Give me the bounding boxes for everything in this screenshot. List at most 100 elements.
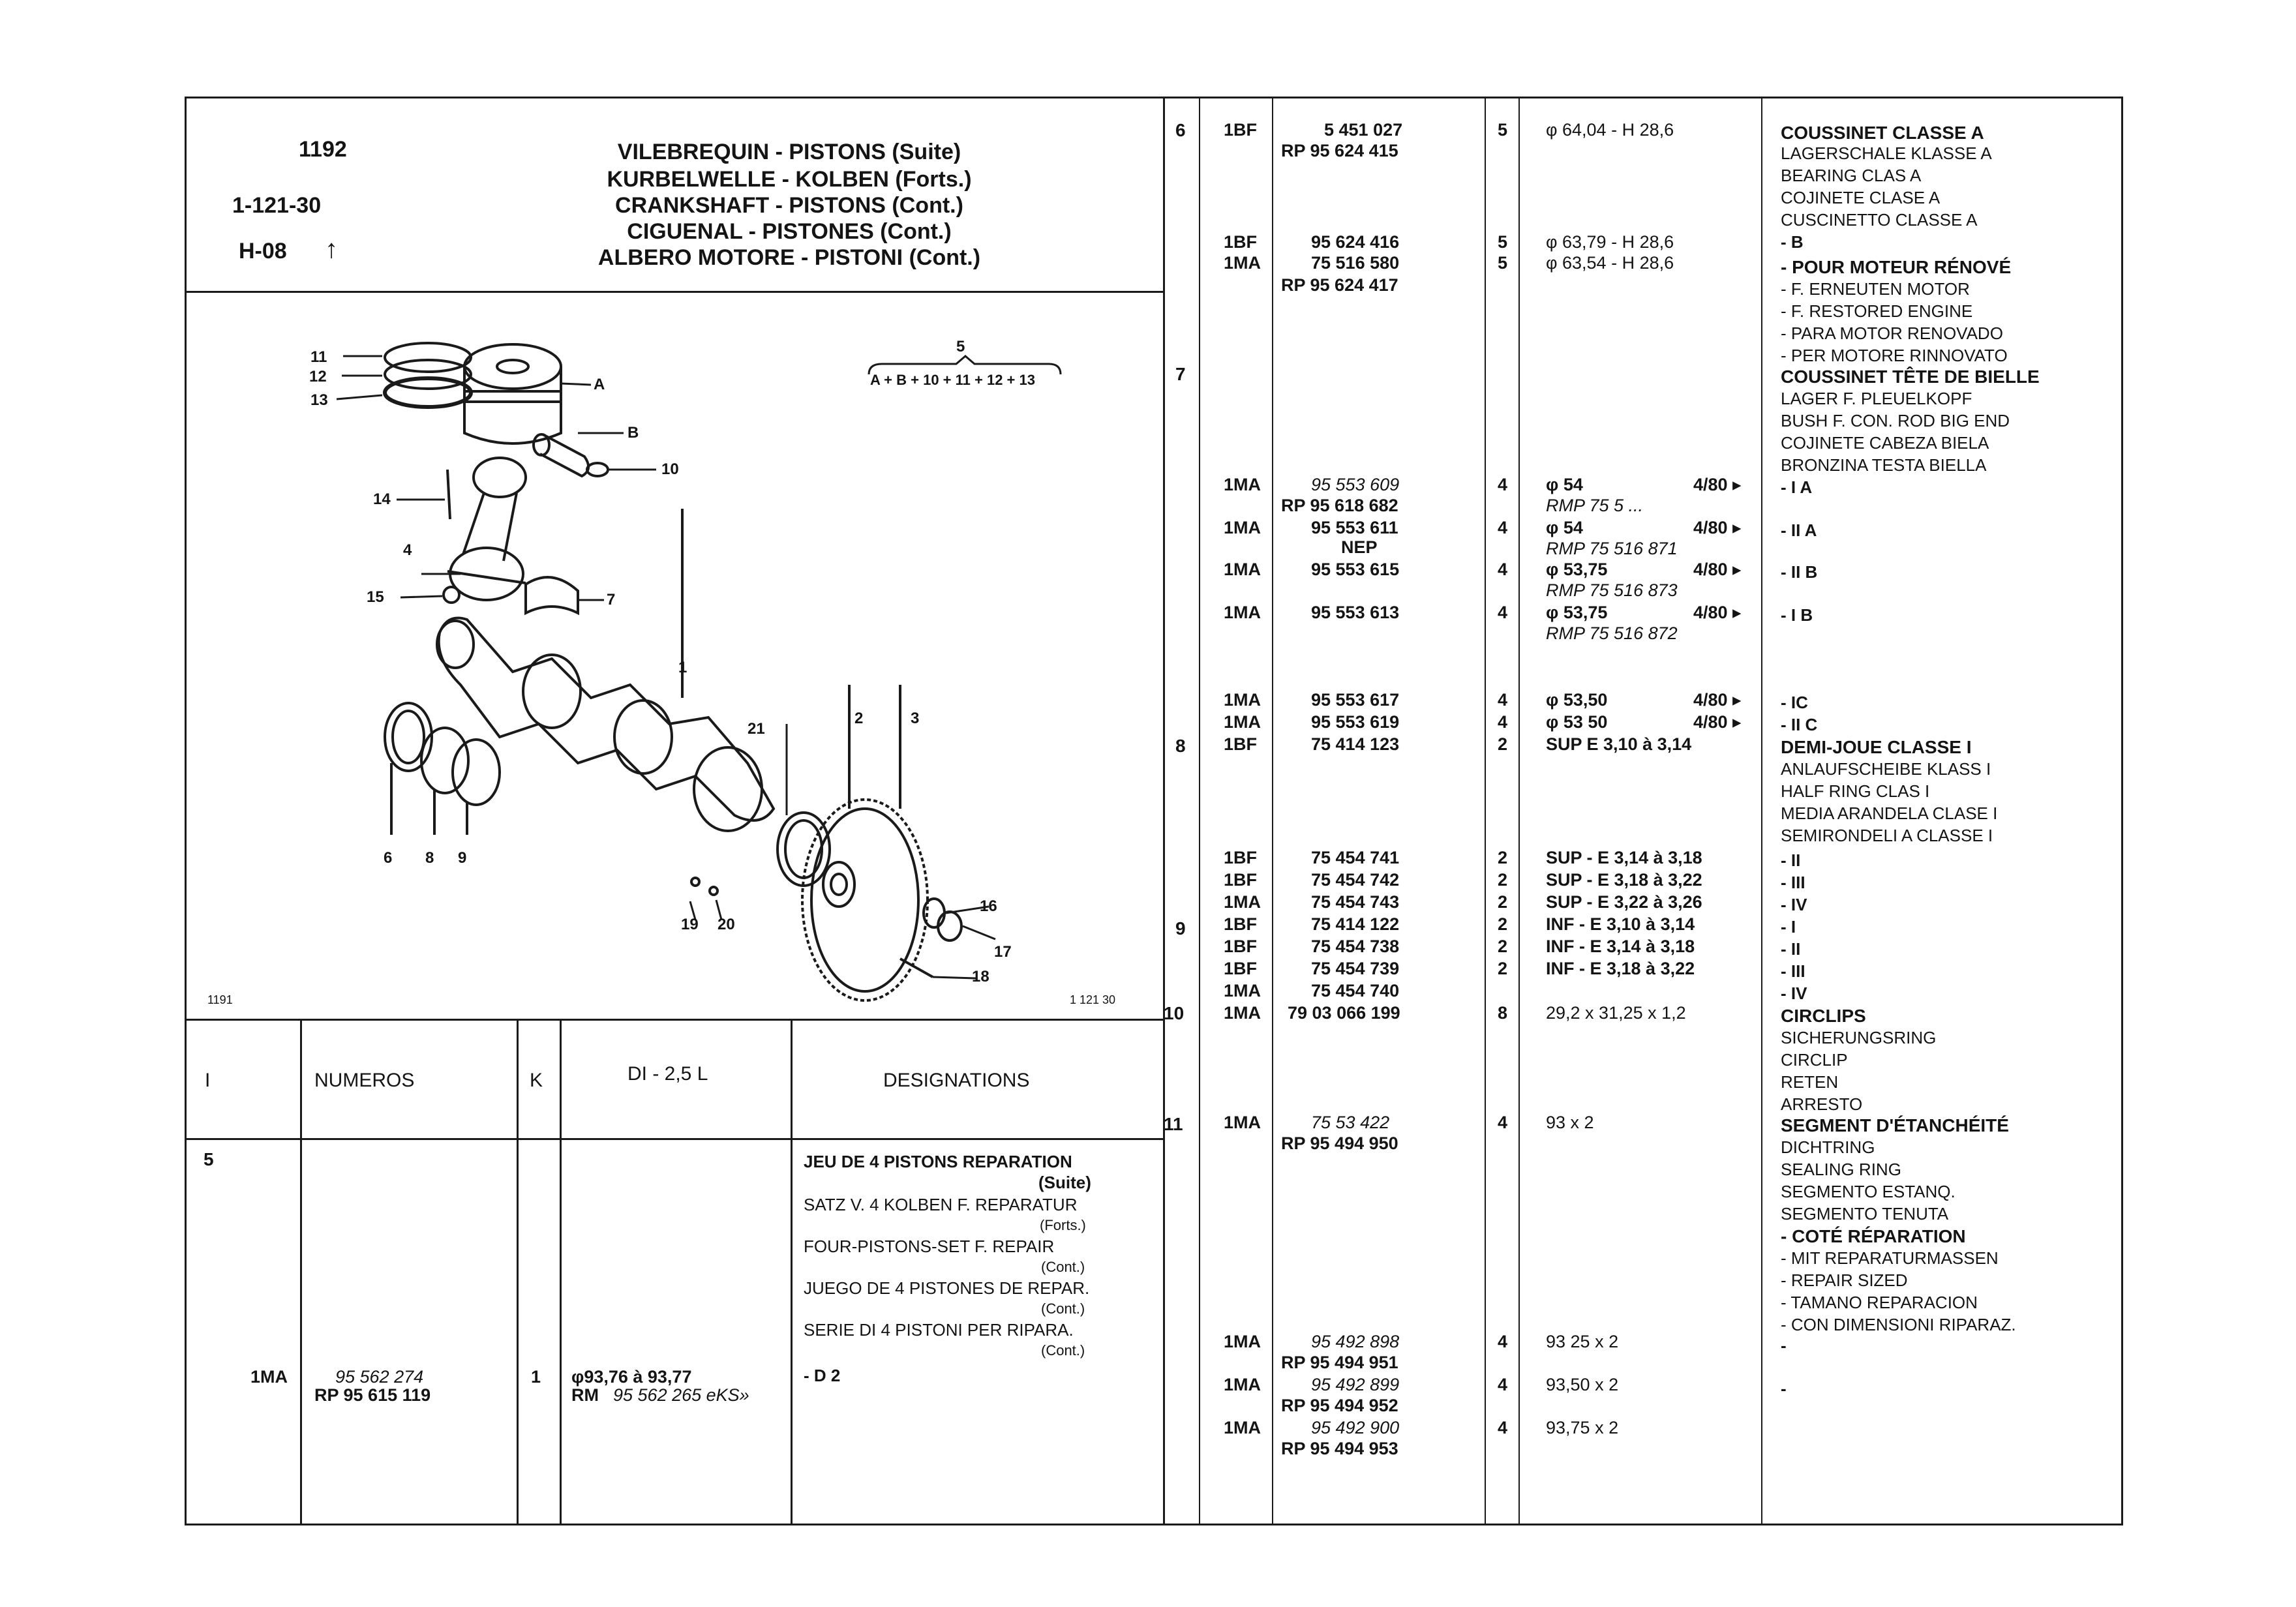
lt-col-2 — [517, 1019, 519, 1525]
part-label: 3 — [911, 710, 920, 727]
rt-k: 2 — [1498, 914, 1508, 934]
rt-num: 79 03 066 199 — [1288, 1003, 1400, 1023]
rt-idx: 7 — [1175, 364, 1186, 384]
part-qty: 1 — [531, 1367, 541, 1387]
rt-k: 5 — [1498, 120, 1508, 140]
rd-line: BUSH F. CON. ROD BIG END — [1781, 411, 2010, 430]
rd-line: - CON DIMENSIONI RIPARAZ. — [1781, 1315, 2016, 1334]
frame-bottom — [185, 1524, 2123, 1525]
rt-num: 95 553 615 — [1311, 560, 1400, 579]
rt-spec: SUP - E 3,14 à 3,18 — [1546, 848, 1702, 867]
rt-k: 4 — [1498, 712, 1508, 732]
part-label: 9 — [458, 849, 467, 867]
col-header-i: I — [205, 1070, 211, 1091]
rt-num: 95 553 611 — [1311, 518, 1398, 537]
rt-num2: RP 95 494 950 — [1281, 1134, 1398, 1153]
part-label: 16 — [980, 897, 997, 915]
rt-spec: INF - E 3,10 à 3,14 — [1546, 914, 1695, 934]
rt-k: 5 — [1498, 253, 1508, 273]
rt-k: 4 — [1498, 475, 1508, 494]
rt-code: 1BF — [1224, 959, 1258, 978]
rt-num: 95 553 619 — [1311, 712, 1400, 732]
rd-line: - III — [1781, 961, 1805, 981]
rt-num: 95 492 900 — [1311, 1418, 1400, 1437]
diagram-divider — [185, 1019, 1164, 1021]
rt-tail: 4/80 ▸ — [1693, 690, 1742, 710]
part-rm-number: 95 562 265 eKS» — [613, 1385, 749, 1405]
title-fr: VILEBREQUIN - PISTONS (Suite) — [617, 140, 961, 164]
part-label: 20 — [718, 916, 735, 933]
rt-num: 75 516 580 — [1311, 253, 1400, 273]
rt-spec: φ 63,79 - H 28,6 — [1546, 232, 1674, 252]
rt-code: 1BF — [1224, 870, 1258, 890]
rt-num2: RP 95 624 417 — [1281, 275, 1398, 295]
rd-line: SEGMENTO ESTANQ. — [1781, 1182, 1956, 1201]
frame-divider-main — [1163, 97, 1165, 1525]
rt-spec: φ 53,75 — [1546, 603, 1608, 622]
rd-line: SEMIRONDELI A CLASSE I — [1781, 826, 1993, 845]
title-es: CIGUENAL - PISTONES (Cont.) — [627, 219, 952, 244]
rt-num: 75 454 739 — [1311, 959, 1400, 978]
part-label: 8 — [425, 849, 434, 867]
rt-code: 1BF — [1224, 848, 1258, 867]
rt-tail: 4/80 ▸ — [1693, 518, 1742, 537]
rd-line: - B — [1781, 232, 1804, 252]
formula-brace — [868, 355, 1062, 375]
rt-spec: 93 25 x 2 — [1546, 1332, 1619, 1351]
rd-line: - I B — [1781, 605, 1813, 625]
rd-line: COJINETE CABEZA BIELA — [1781, 433, 1989, 453]
rd-line: DICHTRING — [1781, 1137, 1875, 1157]
rd-line: CIRCLIPS — [1781, 1006, 1866, 1026]
part-number: 95 562 274 — [335, 1367, 424, 1387]
rt-num: 75 53 422 — [1311, 1113, 1390, 1132]
rd-line: - F. ERNEUTEN MOTOR — [1781, 279, 1970, 299]
bearing-6 — [384, 702, 433, 772]
rt-code: 1BF — [1224, 937, 1258, 956]
part-code: 1MA — [250, 1367, 288, 1387]
rt-num2: RP 95 494 952 — [1281, 1396, 1398, 1415]
rt-num: 75 414 123 — [1311, 734, 1400, 754]
rd-line: - MIT REPARATURMASSEN — [1781, 1248, 1999, 1268]
part-label: 7 — [607, 591, 616, 608]
crankshaft-1 — [436, 509, 776, 832]
rt-spec: SUP - E 3,18 à 3,22 — [1546, 870, 1702, 890]
rt-spec2: RMP 75 5 ... — [1546, 496, 1644, 515]
rd-line: COUSSINET CLASSE A — [1781, 123, 1984, 143]
rd-line: SICHERUNGSRING — [1781, 1028, 1937, 1047]
piston-ring-11 — [384, 342, 472, 373]
title-it: ALBERO MOTORE - PISTONI (Cont.) — [597, 245, 981, 270]
rd-line: - III — [1781, 873, 1805, 892]
washer-17 — [937, 910, 963, 942]
formula-number: 5 — [956, 338, 965, 355]
lt-col-1 — [300, 1019, 302, 1525]
rt-spec: φ 54 — [1546, 475, 1583, 494]
rt-num: 95 492 899 — [1311, 1375, 1400, 1394]
bolt-14 — [446, 469, 451, 520]
diagram-ref-right: 1 121 30 — [1070, 993, 1116, 1006]
rd-line: SEGMENT D'ÉTANCHÉITÉ — [1781, 1115, 2009, 1135]
rd-line: COUSSINET TÊTE DE BIELLE — [1781, 367, 2040, 387]
rd-line: LAGERSCHALE KLASSE A — [1781, 143, 1992, 163]
rd-line: - II — [1781, 850, 1801, 870]
part-label: 1 — [678, 659, 687, 676]
rt-spec: φ 64,04 - H 28,6 — [1546, 120, 1674, 140]
rt-spec2: RMP 75 516 872 — [1546, 623, 1678, 643]
designation-dim: - D 2 — [804, 1366, 841, 1385]
nut-15 — [442, 586, 461, 604]
rt-code: 1MA — [1224, 981, 1261, 1000]
rt-spec: φ 53 50 — [1546, 712, 1608, 732]
part-label: 6 — [384, 849, 393, 867]
rd-line: LAGER F. PLEUELKOPF — [1781, 389, 1972, 408]
rt-num: 75 454 741 — [1311, 848, 1400, 867]
rd-line: DEMI-JOUE CLASSE I — [1781, 737, 1972, 757]
rt-code: 1MA — [1224, 1113, 1261, 1132]
rd-line: - II — [1781, 939, 1801, 959]
rt-code: 1MA — [1224, 892, 1261, 912]
rt-code: 1MA — [1224, 1003, 1261, 1023]
rt-num: 5 451 027 — [1324, 120, 1403, 140]
frame-top — [185, 97, 2123, 98]
rt-k: 4 — [1498, 690, 1508, 710]
rt-col-1 — [1199, 97, 1200, 1525]
rd-line: - F. RESTORED ENGINE — [1781, 301, 1973, 321]
rd-line: HALF RING CLAS I — [1781, 781, 1930, 801]
